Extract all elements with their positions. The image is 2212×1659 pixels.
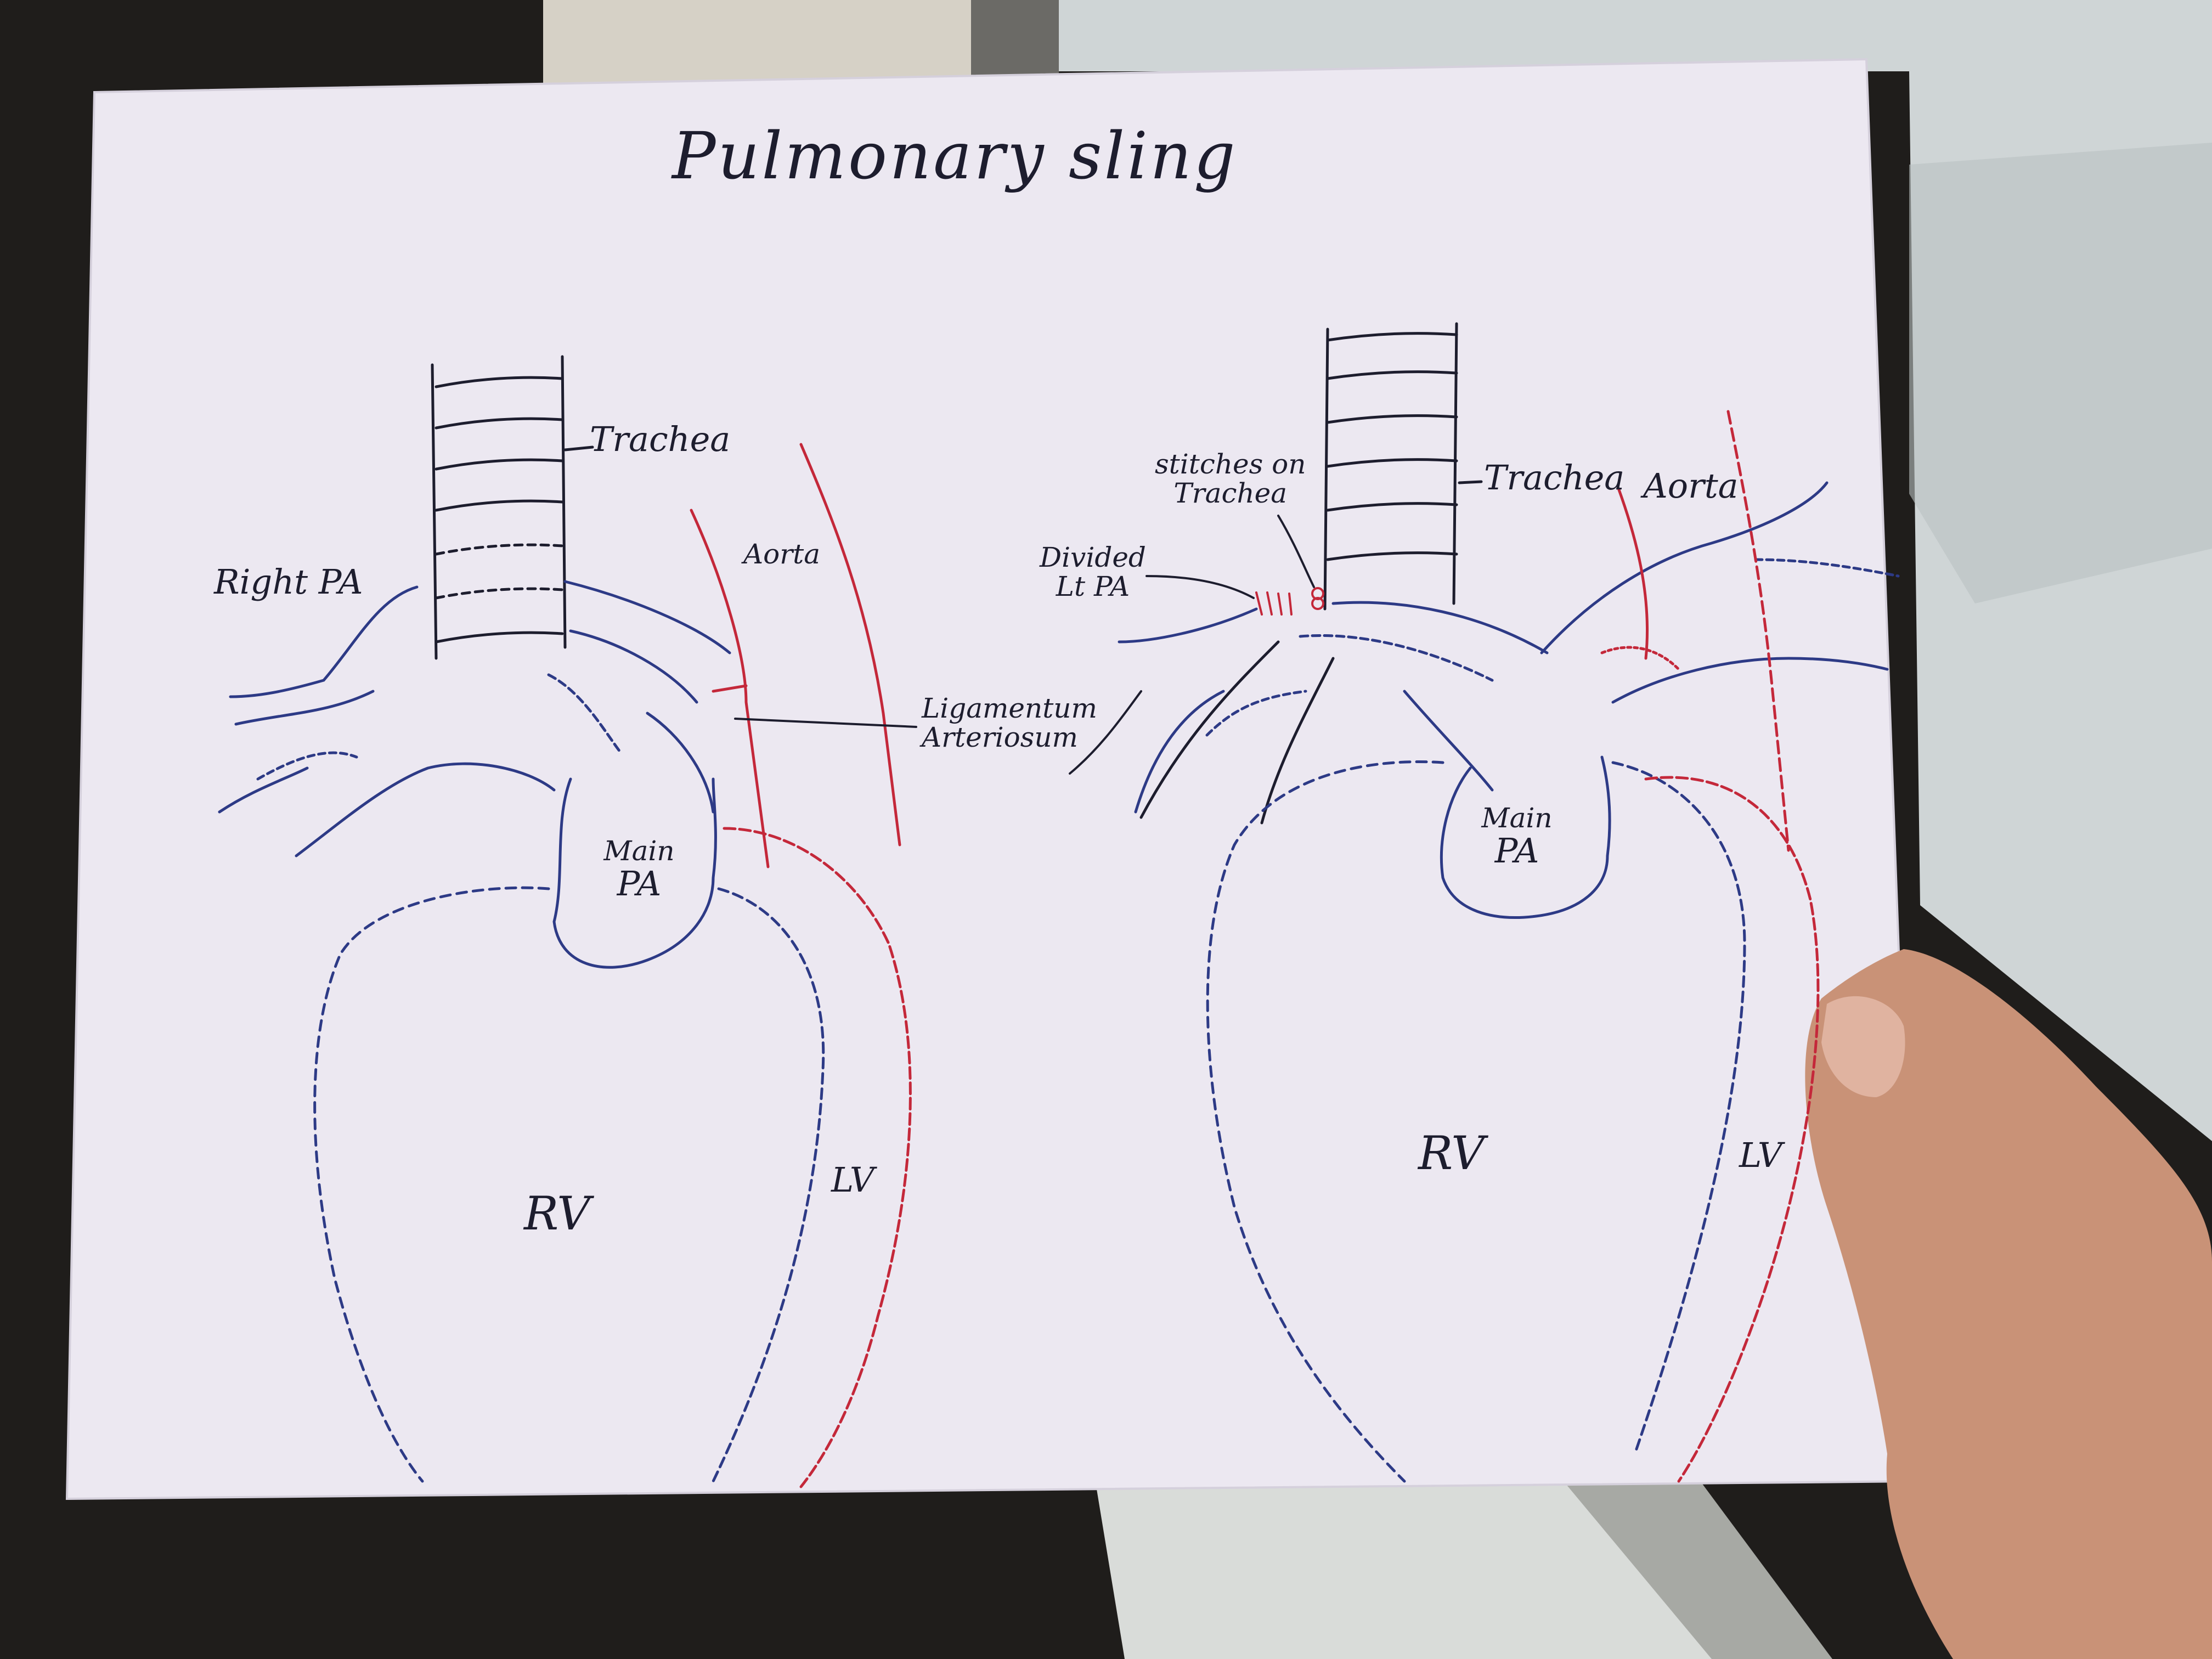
paper-sheet xyxy=(65,58,1920,1500)
right-divided-pointer xyxy=(1146,575,1255,599)
right-trachea xyxy=(1139,322,1483,825)
left-pulmonary-arteries xyxy=(218,580,731,857)
right-stitches-pointer xyxy=(1277,515,1315,588)
snow-texture xyxy=(1909,143,2212,603)
right-diagram xyxy=(1118,322,1900,1483)
left-aorta xyxy=(690,443,912,1488)
left-ligamentum-hatch xyxy=(1069,690,1142,775)
right-aorta xyxy=(1600,410,1820,1483)
right-main-pa xyxy=(1440,755,1611,919)
left-diagram xyxy=(218,355,1142,1488)
right-lv-outline xyxy=(1611,761,1746,1455)
right-rv-outline xyxy=(1206,760,1444,1483)
left-main-pa xyxy=(552,777,717,969)
window-sill xyxy=(1536,1437,1832,1659)
left-rv-outline xyxy=(313,886,550,1483)
left-lv-outline xyxy=(712,887,825,1483)
hand xyxy=(1805,949,2212,1659)
right-pulmonary-arteries xyxy=(1118,481,1900,814)
thumb-nail xyxy=(1821,996,1905,1097)
right-stitches xyxy=(1255,587,1324,616)
left-trachea xyxy=(431,355,594,660)
left-ligamentum-pointer xyxy=(734,718,917,728)
